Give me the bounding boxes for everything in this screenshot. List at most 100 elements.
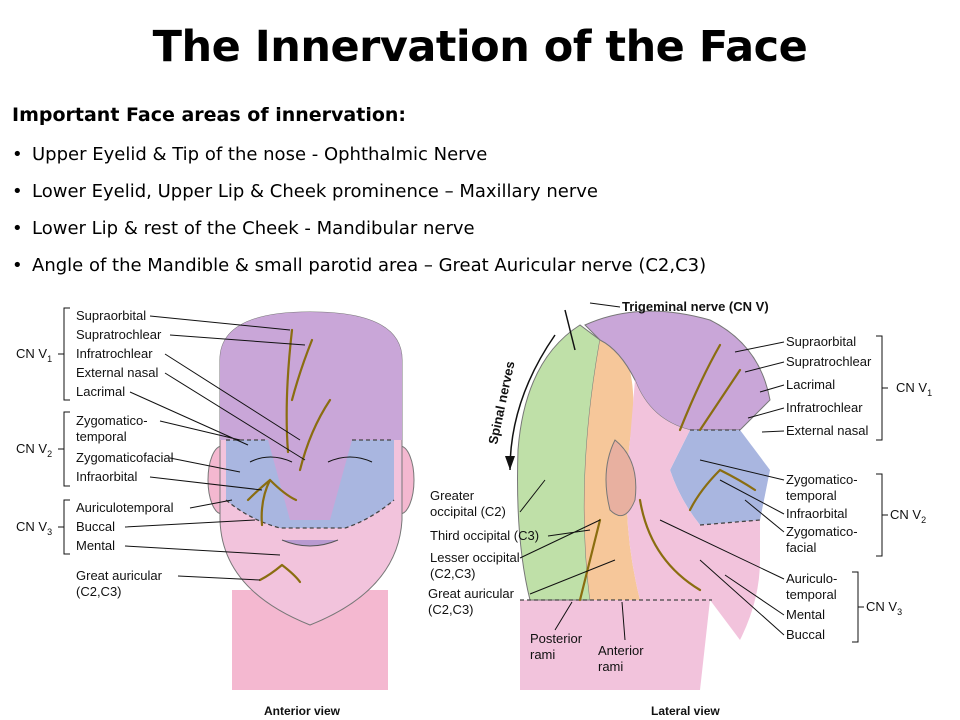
label-zygomaticofacial: Zygomaticofacial bbox=[76, 450, 174, 465]
bullet-item: • Lower Eyelid, Upper Lip & Cheek promine… bbox=[12, 179, 706, 216]
rami-leader-lines bbox=[554, 601, 626, 641]
label-mental: Mental bbox=[76, 538, 115, 553]
label-lat-supraorbital: Supraorbital bbox=[786, 334, 856, 349]
section-heading: Important Face areas of innervation: bbox=[12, 104, 407, 126]
label-lat-external-nasal: External nasal bbox=[786, 423, 868, 438]
anterior-neck bbox=[232, 590, 388, 690]
bullet-text: Lower Eyelid, Upper Lip & Cheek prominen… bbox=[32, 181, 598, 202]
bullet-text: Angle of the Mandible & small parotid ar… bbox=[32, 255, 707, 276]
anterior-leader-lines bbox=[124, 315, 306, 581]
group-subscript: 2 bbox=[921, 515, 926, 525]
bullet-dot: • bbox=[12, 218, 23, 239]
label-posterior-rami-line1: Posterior bbox=[530, 631, 583, 646]
lateral-leader-lines-left bbox=[519, 479, 616, 595]
anterior-bracket-v3 bbox=[58, 499, 70, 555]
lateral-leader-lines-right bbox=[659, 341, 785, 636]
label-lat-lacrimal: Lacrimal bbox=[786, 377, 835, 392]
group-label: CN V bbox=[16, 346, 47, 361]
label-greater-occipital-line1: Greater bbox=[430, 488, 475, 503]
bullet-list: • Upper Eyelid & Tip of the nose - Ophtha… bbox=[12, 142, 706, 290]
lateral-bracket-v2 bbox=[876, 473, 888, 557]
anterior-view-caption: Anterior view bbox=[264, 704, 341, 718]
anterior-mouth bbox=[281, 539, 339, 547]
label-buccal: Buccal bbox=[76, 519, 115, 534]
lateral-v1-region bbox=[584, 310, 771, 431]
trigeminal-divider bbox=[564, 309, 576, 351]
label-lat-great-auricular-line2: (C2,C3) bbox=[428, 602, 474, 617]
lateral-boundary-trigeminal bbox=[690, 429, 761, 526]
bullet-item: • Lower Lip & rest of the Cheek - Mandibu… bbox=[12, 216, 706, 253]
anterior-bracket-v1 bbox=[58, 307, 70, 401]
label-lat-zygomaticofacial-line1: Zygomatico- bbox=[786, 524, 858, 539]
anterior-group-v3: CN V3 bbox=[16, 519, 52, 537]
anterior-right-eye bbox=[327, 456, 373, 463]
label-lat-auriculotemporal-line1: Auriculo- bbox=[786, 571, 837, 586]
group-label: CN V bbox=[16, 519, 47, 534]
group-label: CN V bbox=[890, 507, 921, 522]
label-zygomaticotemporal-line1: Zygomatico- bbox=[76, 413, 148, 428]
anterior-head bbox=[207, 311, 415, 690]
label-infratrochlear: Infratrochlear bbox=[76, 346, 153, 361]
group-label: CN V bbox=[866, 599, 897, 614]
label-auriculotemporal: Auriculotemporal bbox=[76, 500, 174, 515]
group-subscript: 3 bbox=[47, 527, 52, 537]
label-posterior-rami-line2: rami bbox=[530, 647, 555, 662]
label-lesser-occipital-line2: (C2,C3) bbox=[430, 566, 476, 581]
lateral-v1-nerves bbox=[678, 343, 742, 432]
lateral-ear bbox=[605, 439, 637, 517]
label-lat-infratrochlear: Infratrochlear bbox=[786, 400, 863, 415]
lateral-bracket-v3 bbox=[852, 571, 864, 643]
group-subscript: 2 bbox=[47, 449, 52, 459]
label-lat-supratrochlear: Supratrochlear bbox=[786, 354, 872, 369]
label-lat-buccal: Buccal bbox=[786, 627, 825, 642]
lateral-v3-region bbox=[626, 380, 760, 640]
label-infraorbital: Infraorbital bbox=[76, 469, 138, 484]
lateral-group-v2: CN V2 bbox=[890, 507, 926, 525]
bullet-dot: • bbox=[12, 255, 23, 276]
label-lat-great-auricular-line1: Great auricular bbox=[428, 586, 515, 601]
spinal-arrow bbox=[509, 334, 556, 471]
bullet-dot: • bbox=[12, 144, 23, 165]
lateral-group-v3: CN V3 bbox=[866, 599, 902, 617]
anterior-v3-nerves bbox=[258, 563, 302, 584]
bullet-item: • Upper Eyelid & Tip of the nose - Ophtha… bbox=[12, 142, 706, 179]
anterior-boundary-v2-v3 bbox=[225, 499, 395, 529]
trigeminal-leader bbox=[589, 302, 621, 308]
label-great-auricular-line1: Great auricular bbox=[76, 568, 163, 583]
anterior-v1-region bbox=[220, 312, 402, 520]
bullet-dot: • bbox=[12, 181, 23, 202]
lateral-group-v1: CN V1 bbox=[896, 380, 932, 398]
label-lesser-occipital-line1: Lesser occipital bbox=[430, 550, 520, 565]
group-subscript: 1 bbox=[47, 354, 52, 364]
label-supraorbital: Supraorbital bbox=[76, 308, 146, 323]
lateral-view-caption: Lateral view bbox=[651, 704, 720, 718]
page-title: The Innervation of the Face bbox=[152, 22, 808, 72]
label-lat-auriculotemporal-line2: temporal bbox=[786, 587, 837, 602]
anterior-bracket-v2 bbox=[58, 411, 70, 487]
label-lat-infraorbital: Infraorbital bbox=[786, 506, 848, 521]
label-lat-zygomaticotemporal-line1: Zygomatico- bbox=[786, 472, 858, 487]
lateral-bracket-v1 bbox=[876, 335, 888, 441]
label-greater-occipital-line2: occipital (C2) bbox=[430, 504, 506, 519]
label-lat-zygomaticotemporal-line2: temporal bbox=[786, 488, 837, 503]
bullet-text: Lower Lip & rest of the Cheek - Mandibul… bbox=[32, 218, 475, 239]
anterior-group-v2: CN V2 bbox=[16, 441, 52, 459]
label-anterior-rami-line1: Anterior bbox=[598, 643, 644, 658]
label-anterior-rami-line2: rami bbox=[598, 659, 623, 674]
anterior-left-eye bbox=[249, 456, 293, 463]
anterior-v1-nerves bbox=[285, 328, 332, 472]
group-subscript: 3 bbox=[897, 607, 902, 617]
label-lat-zygomaticofacial-line2: facial bbox=[786, 540, 816, 555]
anterior-labels: Supraorbital Supratrochlear Infratrochle… bbox=[16, 307, 341, 718]
anterior-group-v1: CN V1 bbox=[16, 346, 52, 364]
group-label: CN V bbox=[896, 380, 927, 395]
bullet-item: • Angle of the Mandible & small parotid a… bbox=[12, 253, 706, 290]
label-lat-mental: Mental bbox=[786, 607, 825, 622]
label-trigeminal-nerve: Trigeminal nerve (CN V) bbox=[622, 299, 769, 314]
label-third-occipital: Third occipital (C3) bbox=[430, 528, 539, 543]
label-supratrochlear: Supratrochlear bbox=[76, 327, 162, 342]
bullet-text: Upper Eyelid & Tip of the nose - Ophthal… bbox=[32, 144, 488, 165]
group-subscript: 1 bbox=[927, 388, 932, 398]
lateral-v2-nerves bbox=[688, 468, 757, 512]
